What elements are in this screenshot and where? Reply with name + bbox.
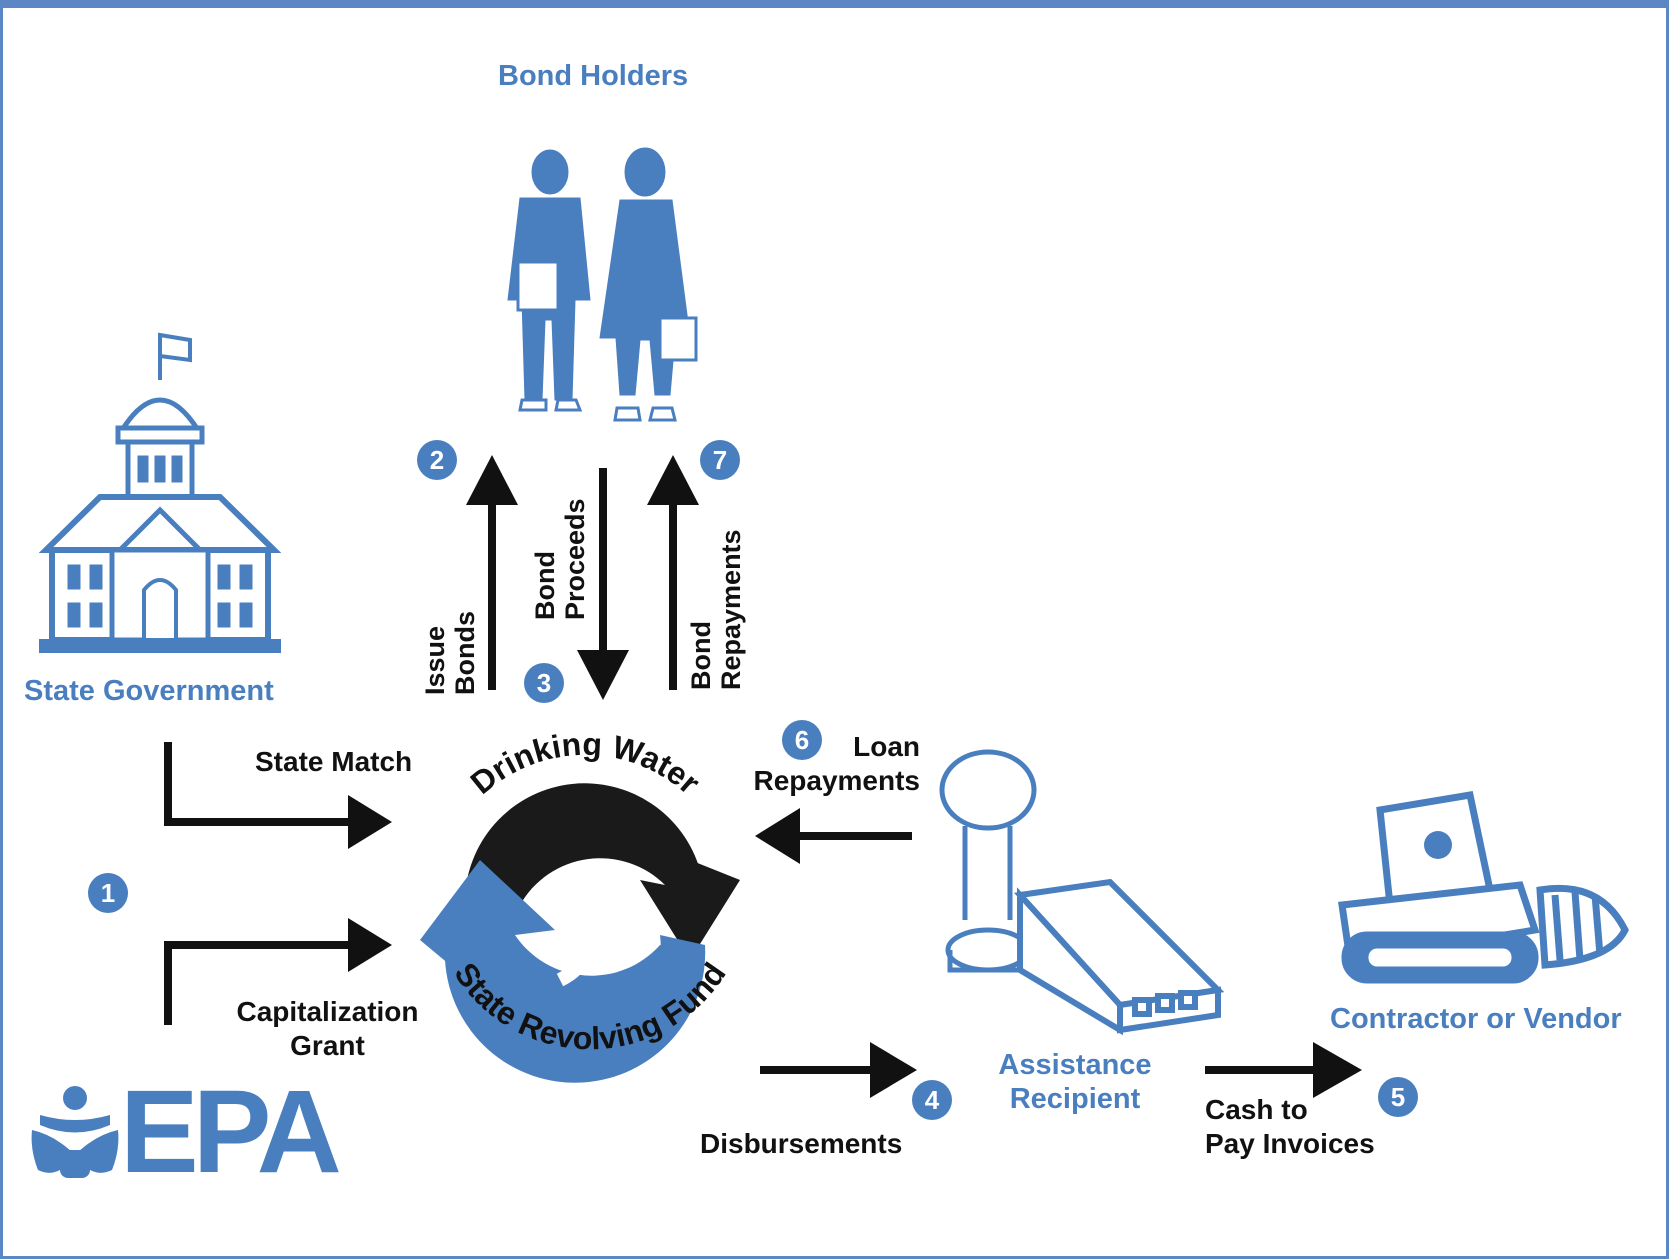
step-3-badge: 3 (524, 663, 564, 703)
bond-proceeds-arrow (577, 468, 629, 700)
water-tower-icon (939, 749, 1037, 973)
capitalization-grant-label: Capitalization Grant (225, 995, 430, 1063)
step-5-badge: 5 (1378, 1077, 1418, 1117)
capitalization-line2: Grant (290, 1030, 365, 1061)
bond-repayments-line2: Repayments (716, 529, 746, 690)
capitalization-grant-arrow (164, 918, 392, 1025)
capitalization-line1: Capitalization (236, 996, 419, 1027)
step-2-badge: 2 (417, 440, 457, 480)
frame-right-border (1666, 0, 1669, 1259)
contractor-label: Contractor or Vendor (1330, 1003, 1622, 1035)
bond-repayments-arrow (647, 455, 699, 690)
disbursements-label: Disbursements (700, 1128, 903, 1159)
step-6-badge: 6 (782, 720, 822, 760)
frame-top-border (0, 0, 1669, 8)
step-1-badge: 1 (88, 873, 128, 913)
treatment-plant-icon (1013, 878, 1225, 1036)
frame-left-border (0, 0, 3, 1259)
state-match-arrow (164, 742, 392, 849)
bond-holders-people-icon (507, 147, 698, 422)
loan-repayments-line2: Repayments (753, 765, 920, 796)
assistance-recipient-line2: Recipient (1009, 1083, 1141, 1115)
cash-to-pay-label: Cash to Pay Invoices (1205, 1093, 1375, 1161)
step-4-badge: 4 (912, 1080, 952, 1120)
bond-proceeds-label: Bond Proceeds (530, 498, 590, 620)
cash-line2: Pay Invoices (1205, 1128, 1375, 1159)
frame-bottom-border (0, 1256, 1669, 1259)
bulldozer-icon (1338, 790, 1629, 984)
loan-repayments-arrow (755, 808, 912, 864)
bond-repayments-line1: Bond (686, 621, 716, 690)
bond-proceeds-line2: Proceeds (560, 498, 590, 620)
issue-bonds-line2: Bonds (450, 611, 480, 695)
bond-holders-label: Bond Holders (498, 60, 689, 92)
disbursements-arrow (760, 1042, 917, 1098)
loan-repayments-label: Loan Repayments (745, 730, 920, 798)
loan-repayments-line1: Loan (853, 731, 920, 762)
capitol-building-icon (38, 332, 282, 653)
step-7-badge: 7 (700, 440, 740, 480)
assistance-recipient-label: Assistance Recipient (990, 1048, 1160, 1116)
bond-repayments-label: Bond Repayments (686, 529, 746, 690)
revolving-fund-cycle-icon (420, 783, 740, 1083)
cash-line1: Cash to (1205, 1094, 1308, 1125)
epa-logo-icon (31, 1086, 119, 1178)
issue-bonds-arrow (466, 455, 518, 690)
state-match-label: State Match (255, 746, 413, 777)
assistance-recipient-line1: Assistance (998, 1049, 1152, 1081)
issue-bonds-line1: Issue (420, 625, 450, 695)
cash-to-pay-arrow (1205, 1042, 1362, 1098)
bond-proceeds-line1: Bond (530, 551, 560, 620)
epa-logo-text: EPA (120, 1066, 342, 1198)
state-government-label: State Government (24, 675, 274, 707)
issue-bonds-label: Issue Bonds (420, 611, 480, 695)
